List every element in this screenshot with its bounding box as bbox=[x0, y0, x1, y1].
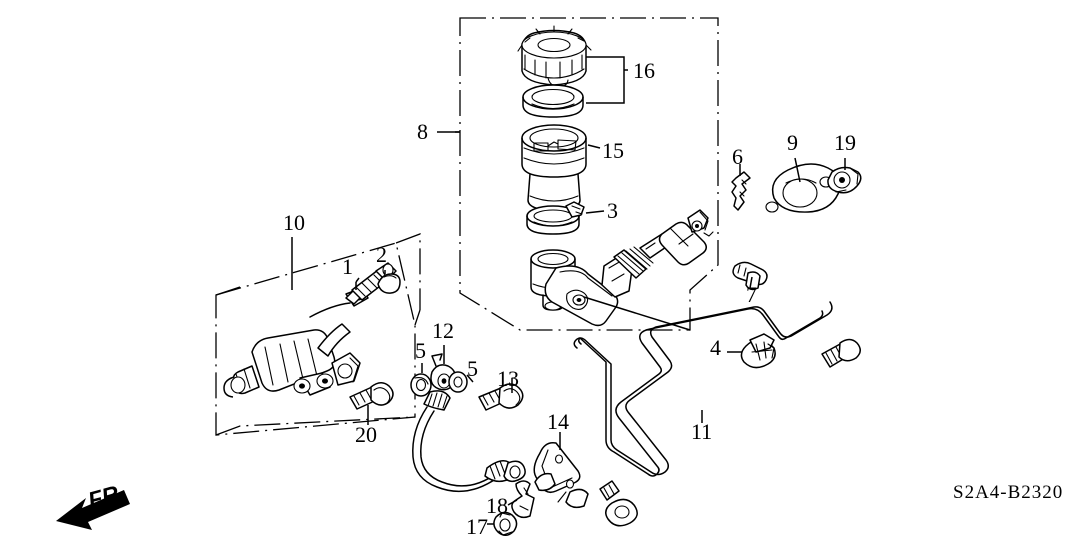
master-cylinder-body-drawing bbox=[530, 209, 714, 327]
reservoir-clamp-drawing bbox=[526, 201, 585, 235]
reservoir-cap-seal-ring bbox=[522, 84, 584, 118]
callout-label: 14 bbox=[547, 409, 569, 434]
callout-label: 4 bbox=[710, 335, 721, 360]
master-cylinder-gasket-drawing bbox=[765, 163, 842, 213]
callout-5b-leader bbox=[466, 374, 474, 383]
callout-label: 16 bbox=[633, 58, 655, 83]
flange-nut-drawing bbox=[827, 166, 862, 194]
callout-label: 7 bbox=[746, 282, 757, 307]
hose-bracket-drawing bbox=[533, 441, 589, 509]
slave-cylinder-assembly-boundary bbox=[215, 233, 421, 436]
callout-18-leader bbox=[507, 499, 518, 506]
callout-16-leader bbox=[586, 56, 628, 104]
callout-label: 17 bbox=[466, 514, 488, 539]
clutch-pipe-drawing bbox=[573, 301, 861, 527]
bleeder-cap-drawing bbox=[377, 273, 401, 294]
reservoir-tank-drawing bbox=[521, 124, 587, 211]
callout-label: 19 bbox=[834, 130, 856, 155]
callout-label: 15 bbox=[602, 138, 624, 163]
callout-label: 3 bbox=[607, 198, 618, 223]
reservoir-cap-drawing bbox=[517, 25, 592, 88]
callout-label: 13 bbox=[497, 366, 519, 391]
callout-label: 9 bbox=[787, 130, 798, 155]
callout-label: 12 bbox=[432, 318, 454, 343]
banjo-bolt-drawing bbox=[478, 383, 524, 411]
callout-3-leader bbox=[585, 210, 605, 214]
clevis-pin-clip-drawing bbox=[731, 171, 751, 211]
clevis-pin-drawing bbox=[732, 261, 768, 291]
callout-15-leader bbox=[587, 144, 601, 149]
front-direction-arrow bbox=[56, 490, 130, 530]
mounting-bolt-drawing bbox=[349, 382, 394, 410]
slave-cylinder-body-drawing bbox=[223, 287, 369, 398]
master-cylinder-assembly-boundary bbox=[459, 17, 719, 331]
callout-label: 8 bbox=[417, 119, 428, 144]
callout-label: 11 bbox=[691, 419, 713, 444]
clutch-hose-banjo-drawing bbox=[412, 353, 526, 493]
callout-7-leader bbox=[749, 276, 753, 289]
callout-9-leader bbox=[794, 157, 801, 183]
callout-label: 20 bbox=[355, 422, 377, 447]
callout-label: 10 bbox=[283, 210, 305, 235]
callout-label: 1 bbox=[342, 254, 353, 279]
diagram-part-number: S2A4-B2320 bbox=[953, 482, 1064, 503]
spring-clip-drawing bbox=[511, 480, 535, 519]
pipe-clip-drawing bbox=[740, 333, 776, 369]
sealing-washer-left bbox=[410, 373, 432, 397]
callout-label: 5 bbox=[467, 356, 478, 381]
callout-label: 2 bbox=[376, 242, 387, 267]
callout-label: 5 bbox=[415, 338, 426, 363]
callout-label: 6 bbox=[732, 144, 743, 169]
callout-label: 18 bbox=[486, 493, 508, 518]
pipe-grommet-drawing bbox=[493, 511, 518, 536]
callout-1-leader-b bbox=[355, 277, 360, 283]
